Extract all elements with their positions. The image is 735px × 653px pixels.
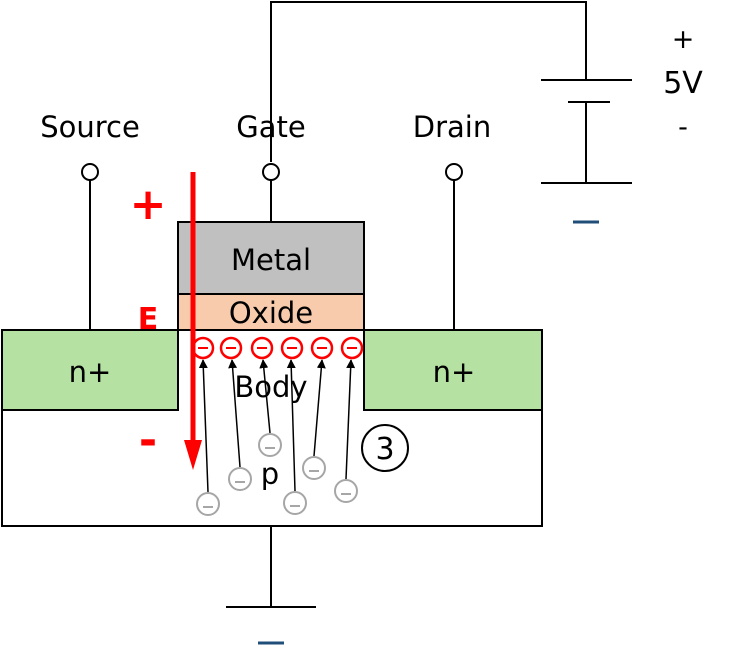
electron-minus-icon <box>258 433 282 457</box>
gate-label: Gate <box>236 110 305 144</box>
body-electrons-group <box>196 359 358 516</box>
source-terminal-icon[interactable] <box>81 163 99 181</box>
electric-field-arrow <box>184 172 202 470</box>
n-plus-right-label: n+ <box>433 355 476 389</box>
electron-drift-arrow <box>313 359 326 457</box>
metal-label: Metal <box>231 243 311 277</box>
oxide-layer <box>177 293 365 331</box>
inversion-layer-group <box>191 336 364 360</box>
oxide-label: Oxide <box>229 296 313 330</box>
electron-drift-arrow <box>228 359 241 468</box>
field-minus-label: - <box>139 415 157 466</box>
electron-minus-icon <box>228 467 252 491</box>
battery-minus-label: - <box>678 112 688 143</box>
field-e-label: E <box>138 302 159 337</box>
metal-gate <box>177 221 365 295</box>
ground-symbol-icon <box>226 526 316 645</box>
inversion-electron-icon <box>219 336 243 360</box>
inversion-electron-icon <box>191 336 215 360</box>
electron-drift-arrow <box>198 359 209 493</box>
n-plus-left-region <box>1 329 179 411</box>
substrate-p-label: p <box>261 457 279 491</box>
gate-terminal-icon[interactable] <box>262 163 280 181</box>
electron-minus-icon <box>196 492 220 516</box>
electron-drift-arrow <box>259 359 271 434</box>
source-label: Source <box>40 110 140 144</box>
electron-minus-icon <box>334 479 358 503</box>
field-plus-label: + <box>130 179 167 230</box>
inversion-electron-icon <box>280 336 304 360</box>
inversion-electron-icon <box>310 336 334 360</box>
drain-label: Drain <box>413 110 491 144</box>
electron-minus-icon <box>302 456 326 480</box>
step-marker: 3 <box>361 424 409 472</box>
battery-voltage-label: 5V <box>663 66 703 101</box>
electron-minus-icon <box>283 491 307 515</box>
drain-terminal-icon[interactable] <box>445 163 463 181</box>
inversion-electron-icon <box>250 336 274 360</box>
body-label: Body <box>234 370 307 404</box>
inversion-electron-icon <box>340 336 364 360</box>
n-plus-left-label: n+ <box>69 355 112 389</box>
step-marker-number: 3 <box>375 432 394 467</box>
electron-drift-arrow <box>286 359 296 492</box>
battery-symbol-icon <box>541 79 632 224</box>
battery-plus-label: + <box>672 24 695 55</box>
electron-drift-arrow <box>345 359 356 480</box>
gate-to-battery-wire <box>270 1 587 162</box>
